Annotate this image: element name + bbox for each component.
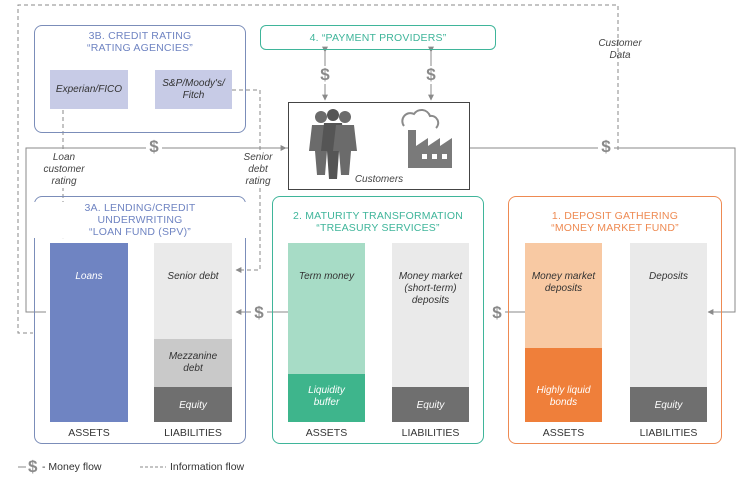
liquid-bonds-bar xyxy=(525,348,602,422)
deposits-label: Deposits xyxy=(649,271,688,282)
deposit-liabilities-label: LIABILITIES xyxy=(639,427,698,439)
lending-box xyxy=(34,196,246,444)
maturity-liabilities-label: LIABILITIES xyxy=(401,427,460,439)
maturity-title: 2. MATURITY TRANSFORMATION “TREASURY SER… xyxy=(292,210,464,234)
mezzanine-label: Mezzanine debt xyxy=(168,351,218,374)
senior-rating-label: Senior debt rating xyxy=(236,152,280,188)
people-icon xyxy=(309,109,357,179)
customers-label: Customers xyxy=(354,174,404,185)
sp-moodys-box xyxy=(155,70,232,109)
maturity-assets-label: ASSETS xyxy=(305,427,348,439)
lending-assets-label: ASSETS xyxy=(68,427,110,439)
liquidity-buffer-bar xyxy=(288,374,365,422)
payment-providers-box xyxy=(260,25,496,50)
senior-debt-label: Senior debt xyxy=(167,271,219,282)
dollar-icon: $ xyxy=(146,138,162,156)
loans-label: Loans xyxy=(75,271,103,282)
deposit-assets-label: ASSETS xyxy=(542,427,585,439)
payment-providers-title: 4. “PAYMENT PROVIDERS” xyxy=(309,32,447,44)
experian-label: Experian/FICO xyxy=(55,84,123,95)
dollar-icon: $ xyxy=(489,304,505,322)
mm-short-term-bar xyxy=(392,243,469,387)
deposit-equity-label: Equity xyxy=(654,400,683,411)
senior-debt-bar xyxy=(154,243,232,339)
maturity-box xyxy=(272,196,484,444)
dollar-icon: $ xyxy=(317,66,333,84)
factory-icon xyxy=(401,109,452,168)
customer-data-flow xyxy=(17,4,619,334)
senior-rating-flow xyxy=(232,89,261,273)
legend: $ - Money flow Information flow xyxy=(18,457,318,476)
deposit-equity-bar xyxy=(630,387,707,422)
lending-liabilities-label: LIABILITIES xyxy=(164,427,222,439)
deposit-title: 1. DEPOSIT GATHERING “MONEY MARKET FUND” xyxy=(551,210,679,234)
liquid-bonds-label: Highly liquid bonds xyxy=(536,385,591,408)
dollar-icon: $ xyxy=(423,66,439,84)
legend-money-flow: - Money flow xyxy=(42,461,102,473)
deposit-box xyxy=(508,196,722,444)
experian-box xyxy=(50,70,128,109)
mezzanine-bar xyxy=(154,339,232,387)
dollar-icon: $ xyxy=(598,138,614,156)
maturity-equity-bar xyxy=(392,387,469,422)
mm-short-term-label: Money market (short-term) deposits xyxy=(398,271,463,306)
credit-rating-title: 3B. CREDIT RATING “RATING AGENCIES” xyxy=(87,30,193,54)
mm-deposits-asset-bar xyxy=(525,243,602,348)
lending-equity-bar xyxy=(154,387,232,422)
term-money-bar xyxy=(288,243,365,374)
liquidity-buffer-label: Liquidity buffer xyxy=(308,385,345,408)
lending-title: 3A. LENDING/CREDIT UNDERWRITING “LOAN FU… xyxy=(34,202,246,238)
credit-rating-box xyxy=(34,25,246,133)
mm-deposits-asset-label: Money market deposits xyxy=(531,271,596,294)
maturity-equity-label: Equity xyxy=(416,400,445,411)
lending-equity-label: Equity xyxy=(179,400,207,411)
loan-rating-label: Loan customer rating xyxy=(38,152,90,188)
term-money-label: Term money xyxy=(298,271,355,282)
deposits-bar xyxy=(630,243,707,387)
dollar-icon: $ xyxy=(251,304,267,322)
loans-bar xyxy=(50,243,128,422)
customer-data-label: Customer Data xyxy=(598,38,642,61)
legend-dollar-icon: $ xyxy=(28,457,38,476)
legend-info-flow: Information flow xyxy=(170,461,245,473)
sp-moodys-label: S&P/Moody's/ Fitch xyxy=(162,78,225,101)
